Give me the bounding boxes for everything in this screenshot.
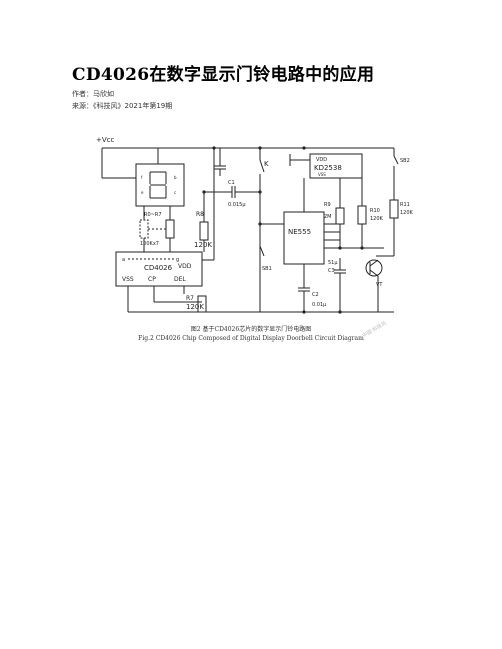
circuit-diagram: +Vcc K C1 0.015μ R0~R7 100Kx7 R8 120K CD… bbox=[94, 128, 416, 320]
label-vcc: +Vcc bbox=[96, 136, 115, 144]
label-r7-val: 120K bbox=[186, 303, 204, 311]
label-r11-val: 120K bbox=[400, 210, 414, 216]
label-vss-chip: VSS bbox=[122, 276, 134, 283]
label-sb1: SB1 bbox=[262, 266, 272, 272]
label-seg-e: e bbox=[141, 190, 144, 195]
label-cp: CP bbox=[148, 276, 156, 283]
label-del: DEL bbox=[174, 276, 186, 283]
label-r0r7: R0~R7 bbox=[144, 212, 162, 218]
label-vss-kd: VSS bbox=[318, 172, 326, 177]
circuit-diagram-svg: +Vcc K C1 0.015μ R0~R7 100Kx7 R8 120K CD… bbox=[96, 136, 414, 314]
label-r11: R11 bbox=[400, 202, 410, 208]
label-r9: R9 bbox=[324, 202, 331, 208]
label-c1: C1 bbox=[228, 180, 235, 186]
figure-caption-en: Fig.2 CD4026 Chip Composed of Digital Di… bbox=[138, 335, 364, 342]
label-r7: R7 bbox=[186, 295, 194, 302]
label-r9-val: 2M bbox=[324, 214, 332, 220]
label-c3-val: 51μ bbox=[328, 260, 338, 266]
label-seg-b: b bbox=[174, 175, 177, 180]
cd4026-chip bbox=[115, 251, 203, 287]
label-vdd-kd: VDD bbox=[316, 157, 327, 163]
seven-segment-display bbox=[135, 163, 185, 207]
figure-caption-cn: 图2 基于CD4026芯片的数字显示门铃电路图 bbox=[190, 326, 312, 333]
label-c2-val: 0.01μ bbox=[312, 302, 327, 308]
label-sb2: SB2 bbox=[400, 158, 410, 164]
label-c3: C3 bbox=[328, 268, 335, 274]
label-r0r7-val: 100Kx7 bbox=[140, 241, 159, 247]
label-r10-val: 120K bbox=[370, 216, 384, 222]
label-kd2538: KD2538 bbox=[314, 164, 342, 172]
label-pin-a: a bbox=[122, 257, 125, 263]
kd2538-chip bbox=[309, 153, 363, 179]
article-source: 来源：《科技风》2021年第19期 bbox=[72, 102, 173, 110]
label-r8: R8 bbox=[196, 211, 204, 218]
label-c2: C2 bbox=[312, 292, 319, 298]
label-vt: VT bbox=[376, 282, 383, 288]
label-k: K bbox=[264, 160, 269, 168]
ne555-chip bbox=[283, 211, 325, 265]
label-c1-val: 0.015μ bbox=[228, 202, 246, 208]
label-seg-f: f bbox=[141, 175, 143, 180]
label-pin-g: g bbox=[176, 257, 179, 263]
label-cd4026: CD4026 bbox=[144, 264, 173, 272]
label-seg-c: c bbox=[174, 190, 176, 195]
article-title: CD4026在数字显示门铃电路中的应用 bbox=[72, 65, 375, 85]
label-r8-val: 120K bbox=[194, 241, 212, 249]
label-r10: R10 bbox=[370, 208, 380, 214]
label-vdd-chip: VDD bbox=[178, 263, 192, 270]
label-ne555: NE555 bbox=[288, 228, 311, 236]
article-author: 作者：马欣如 bbox=[72, 90, 114, 98]
